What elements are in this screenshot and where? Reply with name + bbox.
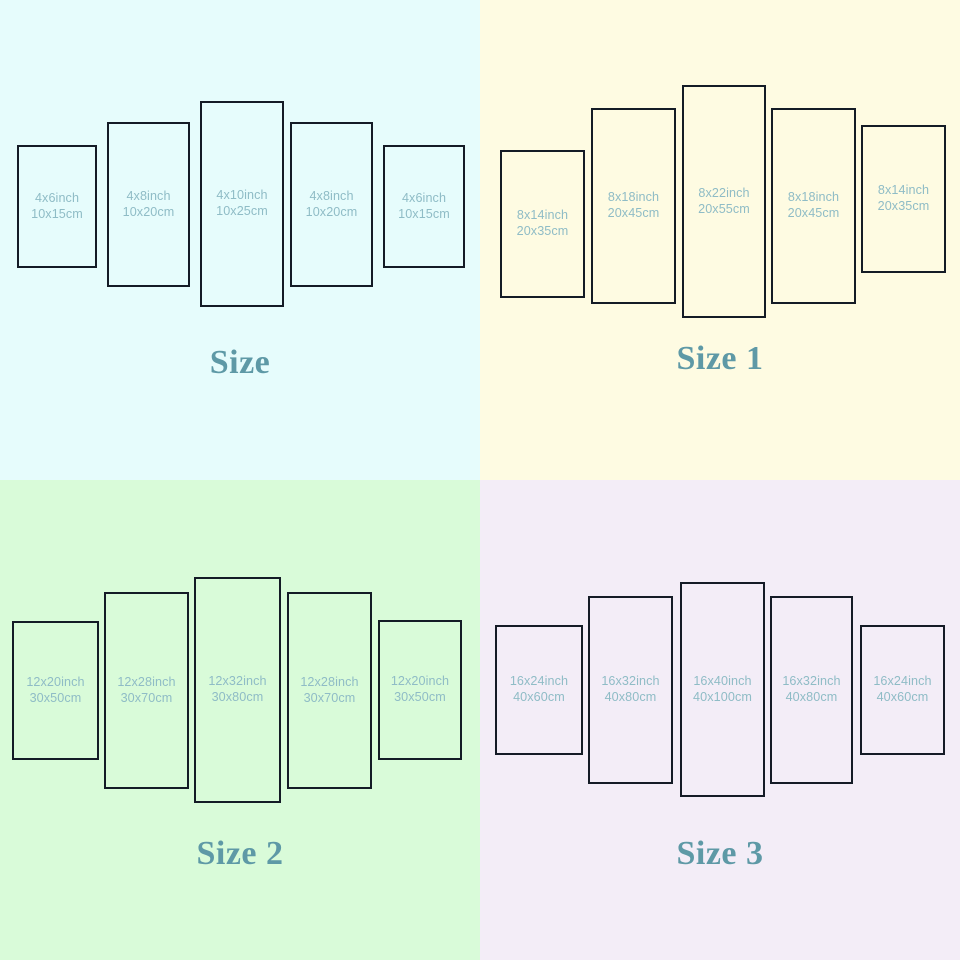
panel-size-cm: 40x80cm [604,690,657,704]
panel-size-cm: 30x70cm [120,690,173,705]
panel-size-inch: 4x8inch [126,188,171,203]
panel-size-inch: 4x6inch [34,190,80,205]
panel-size-inch: 12x28inch [300,674,359,689]
panel-size-inch: 4x6inch [401,190,447,205]
panel-size-cm: 30x70cm [303,690,356,705]
panel-size-cm: 10x15cm [398,206,450,221]
panel-size-cm: 10x25cm [216,204,268,218]
size-option-title: Size 3 [676,835,764,872]
panel-size-inch: 16x40inch [693,673,752,688]
panel-size-inch: 4x10inch [216,188,268,203]
panel-size-cm: 40x80cm [785,690,838,704]
panel-size-cm: 40x60cm [876,690,929,704]
panel-size-cm: 30x50cm [394,690,446,704]
size-option-title: Size [209,344,271,381]
panel-size-inch: 8x14inch [877,183,930,198]
panel-size-inch: 16x32inch [601,674,660,689]
panel-size-cm: 20x35cm [516,224,569,238]
panel-size-inch: 16x24inch [873,674,932,689]
size-option-title: Size 2 [196,835,284,872]
panel-size-inch: 8x18inch [787,190,840,205]
panel-size-inch: 8x22inch [698,185,750,200]
panel-size-cm: 20x45cm [607,206,660,220]
panel-size-cm: 40x60cm [513,690,565,704]
size-option-title: Size 1 [676,340,764,377]
panel-size-cm: 20x35cm [877,199,930,213]
panel-size-inch: 12x20inch [26,674,85,689]
panel-size-cm: 30x50cm [29,690,82,705]
panel-size-cm: 30x80cm [211,690,264,704]
panel-size-inch: 12x32inch [208,674,267,689]
panel-size-cm: 10x20cm [305,204,358,219]
panel-size-inch: 16x24inch [509,674,569,689]
panel-size-cm: 10x15cm [31,206,83,221]
panel-size-inch: 8x18inch [607,190,660,205]
panel-size-cm: 20x55cm [698,201,750,216]
panel-size-cm: 20x45cm [787,206,840,220]
panel-size-cm: 10x20cm [122,204,175,219]
panel-size-inch: 4x8inch [309,188,354,203]
panel-size-inch: 12x20inch [390,674,450,689]
panel-size-inch: 16x32inch [782,674,841,689]
panel-size-inch: 12x28inch [117,674,176,689]
panel-size-inch: 8x14inch [516,208,569,223]
panel-size-cm: 40x100cm [693,689,752,704]
